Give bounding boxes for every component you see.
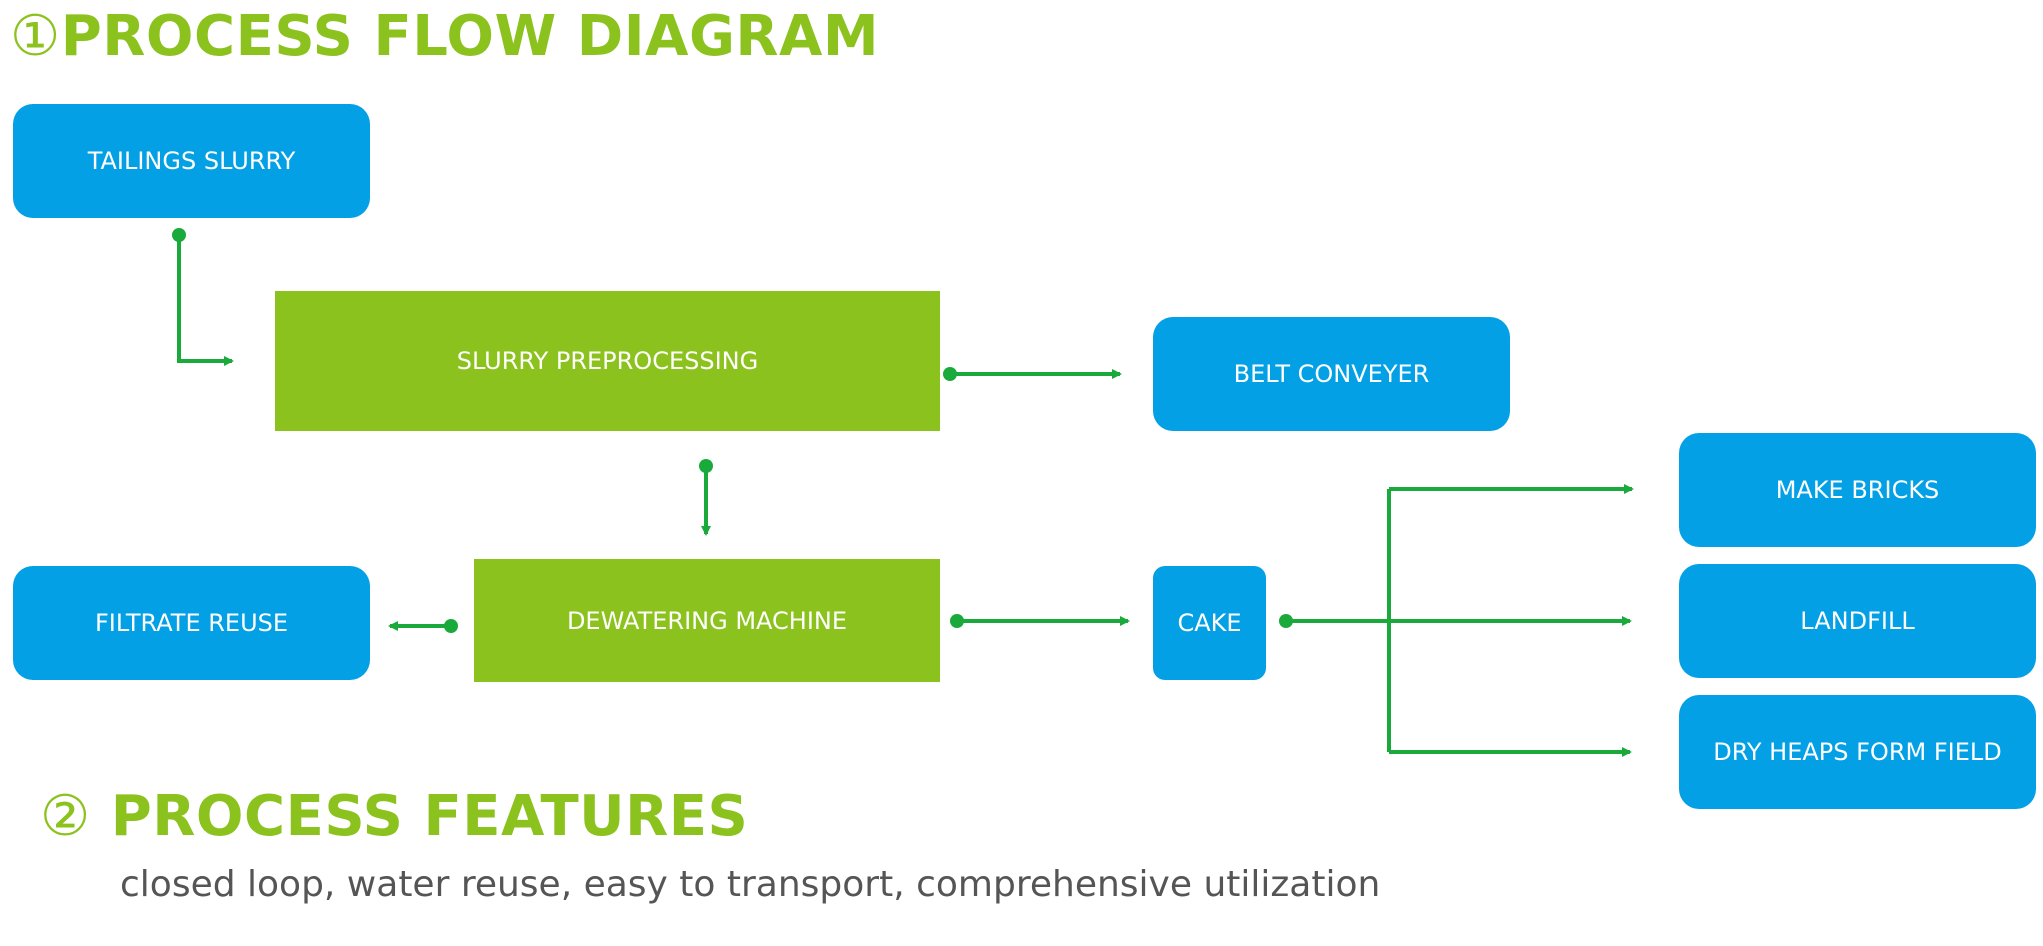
step-number-2: ② <box>40 784 91 849</box>
node-filtrate-reuse: FILTRATE REUSE <box>13 566 370 680</box>
title-text: PROCESS FLOW DIAGRAM <box>60 4 880 69</box>
section-title-features: ② PROCESS FEATURES <box>40 784 748 849</box>
connector-dot <box>172 228 186 242</box>
connector-dot <box>943 367 957 381</box>
connector-dot <box>699 459 713 473</box>
connector-tailings-to-preprocessing <box>177 235 234 366</box>
node-make-bricks: MAKE BRICKS <box>1679 433 2036 547</box>
node-landfill: LANDFILL <box>1679 564 2036 678</box>
node-label: FILTRATE REUSE <box>94 609 289 637</box>
connector-dot <box>444 619 458 633</box>
node-label: TAILINGS SLURRY <box>87 147 296 175</box>
node-belt-conveyer: BELT CONVEYER <box>1153 317 1510 431</box>
step-number-1: ① <box>10 4 61 69</box>
connector-dot <box>1279 614 1293 628</box>
features-title-text: PROCESS FEATURES <box>90 784 749 849</box>
node-label: MAKE BRICKS <box>1775 476 1940 504</box>
node-label: BELT CONVEYER <box>1233 360 1430 388</box>
connector-dot <box>950 614 964 628</box>
node-slurry-preprocessing: SLURRY PREPROCESSING <box>275 291 940 431</box>
node-cake: CAKE <box>1153 566 1266 680</box>
node-tailings-slurry: TAILINGS SLURRY <box>13 104 370 218</box>
node-label: SLURRY PREPROCESSING <box>456 347 759 375</box>
node-dewatering-machine: DEWATERING MACHINE <box>474 559 940 682</box>
node-dry-heaps-form-field: DRY HEAPS FORM FIELD <box>1679 695 2036 809</box>
features-description: closed loop, water reuse, easy to transp… <box>120 864 1381 905</box>
node-label: CAKE <box>1177 609 1242 637</box>
page-title: ①PROCESS FLOW DIAGRAM <box>10 4 879 69</box>
node-label: DEWATERING MACHINE <box>566 606 848 635</box>
node-label: LANDFILL <box>1800 607 1915 635</box>
node-label: DRY HEAPS FORM FIELD <box>1713 738 2002 766</box>
